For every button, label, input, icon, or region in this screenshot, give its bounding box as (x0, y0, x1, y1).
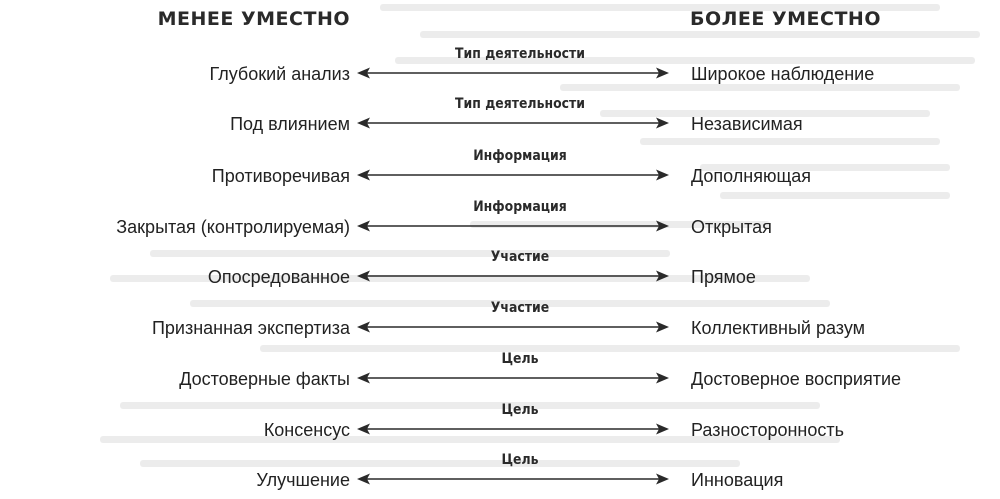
category-label: Участие (490, 300, 550, 316)
double-arrow-icon (357, 169, 669, 181)
category-label: Цель (501, 351, 539, 367)
less-appropriate-label: Достоверные факты (179, 369, 350, 389)
double-arrow-icon (357, 321, 669, 333)
less-appropriate-label: Улучшение (256, 470, 350, 490)
double-arrow-icon (357, 67, 669, 79)
less-appropriate-label: Признанная экспертиза (151, 318, 350, 338)
more-appropriate-label: Дополняющая (691, 166, 812, 186)
more-appropriate-label: Инновация (691, 470, 784, 490)
less-appropriate-label: Консенсус (263, 420, 350, 440)
more-appropriate-label: Широкое наблюдение (691, 64, 875, 84)
double-arrow-icon (357, 117, 669, 129)
header-more-appropriate: БОЛЕЕ УМЕСТНО (690, 8, 881, 30)
double-arrow-icon (357, 220, 669, 232)
less-appropriate-label: Глубокий анализ (209, 64, 350, 84)
category-label: Участие (490, 249, 550, 265)
category-label: Информация (473, 148, 567, 164)
double-arrow-icon (357, 372, 669, 384)
header-less-appropriate: МЕНЕЕ УМЕСТНО (157, 8, 350, 30)
more-appropriate-label: Разносторонность (691, 420, 845, 440)
more-appropriate-label: Прямое (691, 267, 756, 287)
category-label: Цель (501, 402, 539, 418)
category-label: Тип деятельности (455, 96, 585, 112)
less-appropriate-label: Под влиянием (230, 114, 350, 134)
category-label: Тип деятельности (455, 46, 585, 62)
more-appropriate-label: Открытая (691, 217, 772, 237)
more-appropriate-label: Достоверное восприятие (691, 369, 902, 389)
less-appropriate-label: Опосредованное (207, 267, 350, 287)
double-arrow-icon (357, 473, 669, 485)
category-label: Цель (501, 452, 539, 468)
less-appropriate-label: Закрытая (контролируемая) (116, 217, 350, 237)
more-appropriate-label: Коллективный разум (691, 318, 866, 338)
double-arrow-icon (357, 270, 669, 282)
more-appropriate-label: Независимая (691, 114, 803, 134)
category-label: Информация (473, 199, 567, 215)
double-arrow-icon (357, 423, 669, 435)
less-appropriate-label: Противоречивая (211, 166, 350, 186)
